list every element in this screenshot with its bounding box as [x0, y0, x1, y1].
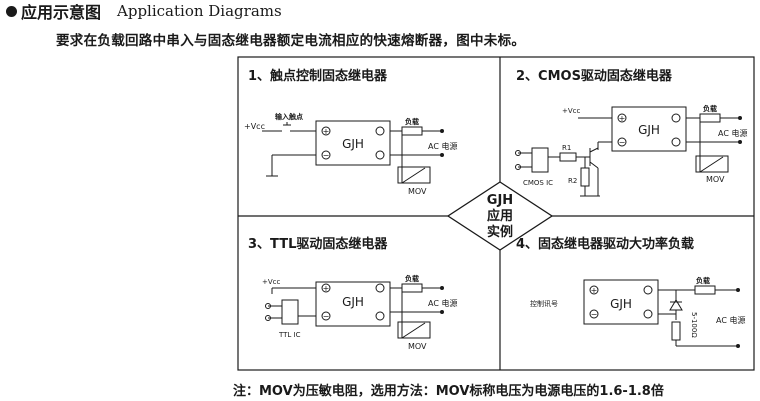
heading-title-cn: 应用示意图 — [21, 3, 102, 22]
svg-text:+: + — [323, 127, 330, 136]
panel-4-title: 4、固态继电器驱动大功率负载 — [516, 236, 694, 252]
panel-1-title: 1、触点控制固态继电器 — [248, 68, 388, 84]
badge-line-1: GJH — [487, 193, 513, 208]
badge-line-3: 实例 — [487, 224, 513, 240]
panel-3-title: 3、TTL驱动固态继电器 — [248, 236, 388, 252]
svg-text:−: − — [619, 138, 626, 147]
relay-label: GJH — [342, 137, 364, 151]
svg-text:−: − — [323, 151, 330, 160]
ac-label: AC 电源 — [428, 298, 457, 308]
section-heading: 应用示意图 Application Diagrams — [6, 0, 282, 22]
mov-label: MOV — [706, 175, 725, 184]
ac-label: AC 电源 — [718, 128, 747, 138]
panel-cmos-drive: 2、CMOS驱动固态继电器 — [515, 68, 747, 197]
ac-label: AC 电源 — [716, 315, 745, 325]
relay-block — [315, 120, 391, 166]
load-label: 负载 — [405, 274, 419, 283]
relay-block — [611, 106, 687, 152]
badge-line-2: 应用 — [487, 208, 513, 224]
vcc-label: +Vcc — [244, 122, 265, 131]
contact-label: 输入触点 — [275, 112, 303, 121]
r1-label: R1 — [562, 144, 571, 152]
vcc-label: +Vcc — [262, 278, 281, 286]
requirement-text: 要求在负载回路中串入与固态继电器额定电流相应的快速熔断器，图中未标。 — [56, 33, 526, 49]
svg-text:+: + — [323, 284, 330, 293]
bullet-icon — [6, 5, 17, 17]
ac-label: AC 电源 — [428, 141, 457, 151]
svg-text:−: − — [323, 312, 330, 321]
relay-block — [583, 279, 659, 325]
cmos-ic-label: CMOS IC — [523, 179, 553, 187]
panel-2-title: 2、CMOS驱动固态继电器 — [516, 68, 673, 84]
control-signal-label: 控制讯号 — [530, 299, 558, 308]
panel-ttl-drive: 3、TTL驱动固态继电器 + − GJH +Vcc TTL IC 负载 — [248, 236, 457, 351]
diagram-frame — [237, 56, 755, 371]
mov-label: MOV — [408, 187, 427, 196]
panel-high-power-load: 4、固态继电器驱动大功率负载 + − GJH 控制讯号 负载 AC — [516, 236, 745, 348]
svg-text:−: − — [591, 310, 598, 319]
svg-text:+: + — [591, 286, 598, 295]
mov-label: MOV — [408, 342, 427, 351]
r2-label: R2 — [568, 177, 577, 185]
relay-label: GJH — [610, 297, 632, 311]
panel-contact-control: 1、触点控制固态继电器 + − — [244, 68, 457, 196]
ttl-ic-label: TTL IC — [278, 331, 301, 339]
mov-footnote: 注：MOV为压敏电阻，选用方法：MOV标称电压为电源电压的1.6-1.8倍 — [233, 384, 664, 399]
vcc-label: +Vcc — [562, 107, 581, 115]
load-label: 负载 — [405, 117, 419, 126]
load-label: 负载 — [696, 276, 710, 285]
relay-label: GJH — [638, 123, 660, 137]
resistor-value-label: 5-100Ω — [690, 312, 698, 338]
svg-text:+: + — [619, 114, 626, 123]
load-label: 负载 — [703, 104, 717, 113]
center-badge: GJH 应用 实例 — [446, 181, 554, 251]
relay-block — [315, 281, 391, 327]
relay-label: GJH — [342, 295, 364, 309]
heading-title-en: Application Diagrams — [117, 2, 282, 20]
